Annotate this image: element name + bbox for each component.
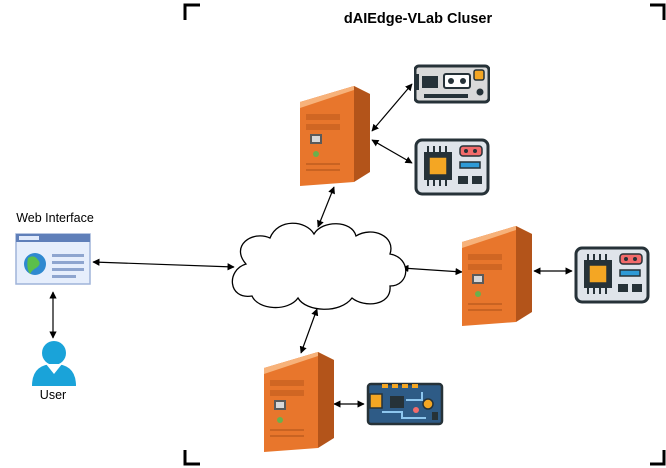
cluster-title: dAIEdge-VLab Cluser xyxy=(344,11,493,27)
user-icon xyxy=(32,341,76,386)
dev-board-icon[interactable] xyxy=(413,64,490,104)
link-cloud-server3 xyxy=(299,308,319,354)
connections xyxy=(49,83,573,408)
link-cloud-server1 xyxy=(317,186,335,228)
link-web-cloud xyxy=(92,258,235,271)
circuit-board-icon[interactable] xyxy=(366,382,444,426)
server-3-icon[interactable] xyxy=(264,352,334,452)
web-browser-icon[interactable] xyxy=(15,233,91,285)
user-label: User xyxy=(40,388,66,402)
cluster-boundary xyxy=(183,3,666,466)
web-interface-label: Web Interface xyxy=(16,211,94,225)
cloud-icon xyxy=(231,222,407,310)
link-cloud-server2 xyxy=(401,264,463,276)
link-server1-devboard xyxy=(371,83,413,132)
server-2-icon[interactable] xyxy=(462,226,532,326)
microcontroller-board-1-icon[interactable] xyxy=(414,138,490,196)
server-1-icon[interactable] xyxy=(300,86,370,186)
link-server1-mcu xyxy=(371,139,413,164)
microcontroller-board-2-icon[interactable] xyxy=(574,246,650,304)
